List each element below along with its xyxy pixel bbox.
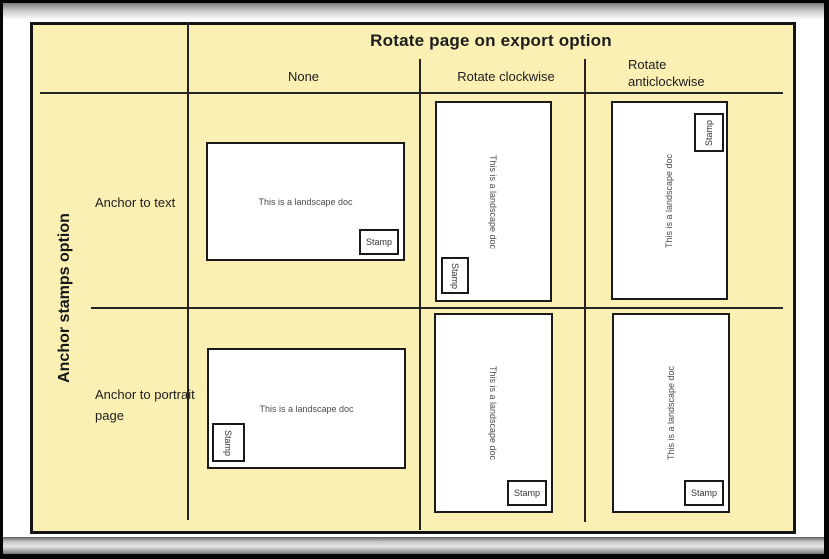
stamp-label: Stamp [690, 488, 717, 498]
page-text: This is a landscape doc [488, 154, 499, 249]
page-preview-anchor-text-none: This is a landscape doc Stamp [206, 142, 405, 261]
stamp-label: Stamp [513, 488, 540, 498]
page-preview-anchor-portrait-anticlockwise: This is a landscape doc Stamp [612, 313, 730, 513]
row-header-anchor-to-text: Anchor to text [95, 195, 176, 210]
page-text: This is a landscape doc [259, 403, 354, 414]
page-preview-anchor-portrait-none: This is a landscape doc Stamp [207, 348, 406, 469]
grid-line-horizontal-rows [91, 307, 783, 309]
grid-line-vertical-row-header [187, 22, 189, 520]
page-text: This is a landscape doc [258, 196, 353, 207]
grid-line-horizontal-header [40, 92, 783, 94]
column-header-none: None [287, 69, 320, 84]
row-axis-title-text: Anchor stamps option [56, 213, 73, 383]
page-text: This is a landscape doc [664, 153, 675, 248]
bottom-glare-strip [3, 537, 824, 554]
stamp-label: Stamp [704, 119, 715, 146]
stamp-box: Stamp [507, 480, 547, 506]
stamp-box: Stamp [694, 113, 724, 152]
grid-line-vertical-col2-col3 [584, 59, 586, 522]
stamp-label: Stamp [365, 237, 392, 247]
stamp-label: Stamp [450, 262, 461, 289]
stamp-box: Stamp [441, 257, 469, 294]
stamp-box: Stamp [359, 229, 399, 255]
column-header-rotate-anticlockwise: Rotate anticlockwise [628, 57, 705, 89]
page-preview-anchor-portrait-clockwise: This is a landscape doc Stamp [434, 313, 553, 513]
page-text: This is a landscape doc [488, 365, 499, 461]
row-header-anchor-to-portrait-page: Anchor to portrait page [95, 387, 195, 423]
stamp-box: Stamp [212, 423, 245, 462]
stamp-label: Stamp [223, 429, 234, 456]
column-axis-title: Rotate page on export option [370, 31, 612, 50]
grid-line-vertical-col1-col2 [419, 59, 421, 530]
row-axis-title: Anchor stamps option [50, 207, 80, 389]
stamp-box: Stamp [684, 480, 724, 506]
page-text: This is a landscape doc [666, 365, 676, 461]
top-glare-strip [3, 3, 824, 20]
column-header-rotate-clockwise: Rotate clockwise [457, 69, 555, 84]
page-preview-anchor-text-clockwise: This is a landscape doc Stamp [435, 101, 552, 302]
page-preview-anchor-text-anticlockwise: This is a landscape doc Stamp [611, 101, 728, 300]
